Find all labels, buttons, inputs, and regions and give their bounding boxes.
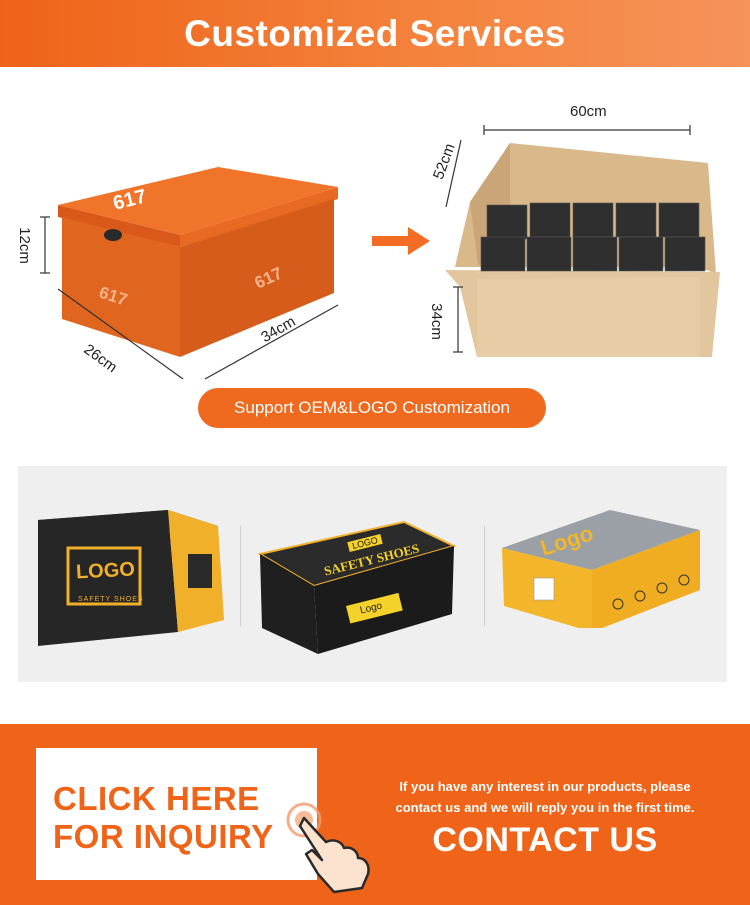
gallery-box-1 — [38, 510, 224, 646]
shoe-box-height-label: 12cm — [15, 227, 33, 264]
cta-line-1: CLICK HERE — [53, 780, 260, 817]
carton-height-label: 34cm — [427, 303, 445, 340]
cta-line-2: FOR INQUIRY — [53, 818, 274, 855]
gallery-box-2 — [257, 520, 457, 654]
info-line-1: If you have any interest in our products… — [399, 779, 691, 794]
pointing-hand-icon — [286, 802, 370, 894]
click-here-inquiry-button[interactable]: CLICK HERE FOR INQUIRY — [36, 748, 317, 880]
page-header: Customized Services — [0, 0, 750, 67]
info-line-2: contact us and we will reply you in the … — [395, 800, 695, 815]
dimension-section: 617 617 617 12 — [0, 67, 750, 467]
gallery-box-3 — [502, 510, 700, 628]
gallery-divider-1 — [240, 526, 241, 626]
inquiry-footer: CLICK HERE FOR INQUIRY If you have any i… — [0, 724, 750, 905]
page-title: Customized Services — [184, 12, 566, 54]
inquiry-info-text: If you have any interest in our products… — [372, 776, 718, 818]
gallery-box-1-subtitle: SAFETY SHOES — [78, 596, 144, 603]
oem-customization-button[interactable]: Support OEM&LOGO Customization — [198, 388, 546, 428]
carton-width-label: 60cm — [570, 103, 607, 120]
gallery-box-1-logo: LOGO — [75, 558, 136, 584]
contact-us-link[interactable]: CONTACT US — [432, 821, 658, 859]
shoe-box-illustration: 617 617 617 — [40, 125, 720, 380]
gallery-divider-2 — [484, 526, 485, 626]
box-design-gallery: LOGO SAFETY SHOES SAFETY SHOES LOGO Logo… — [18, 466, 727, 682]
